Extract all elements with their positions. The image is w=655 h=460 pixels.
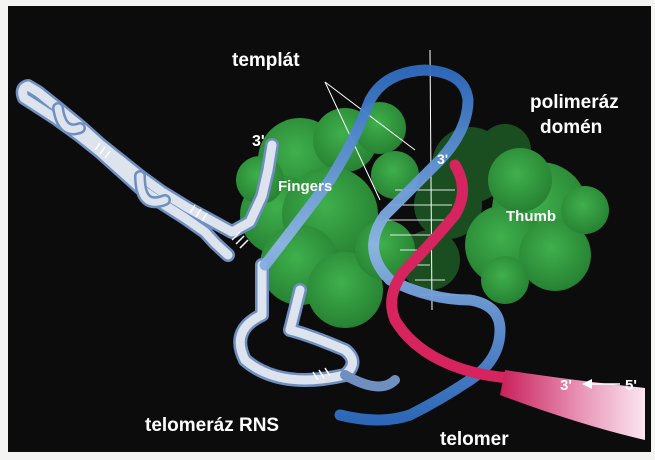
telomere-label: telomer — [440, 429, 509, 450]
fingers-label: Fingers — [278, 178, 332, 195]
template-label: templát — [232, 50, 300, 71]
telomerase-rna-label: telomeráz RNS — [145, 415, 279, 436]
polymerase-domain-label-line1: polimeráz — [530, 92, 619, 113]
rna-three-prime-label: 3' — [252, 133, 265, 150]
direction-5-label: 5' — [625, 377, 637, 394]
polymerase-domain-label-line2: domén — [540, 117, 602, 138]
direction-3-label: 3' — [560, 377, 572, 394]
dna-three-prime-label: 3' — [437, 151, 448, 167]
thumb-label: Thumb — [506, 208, 556, 225]
